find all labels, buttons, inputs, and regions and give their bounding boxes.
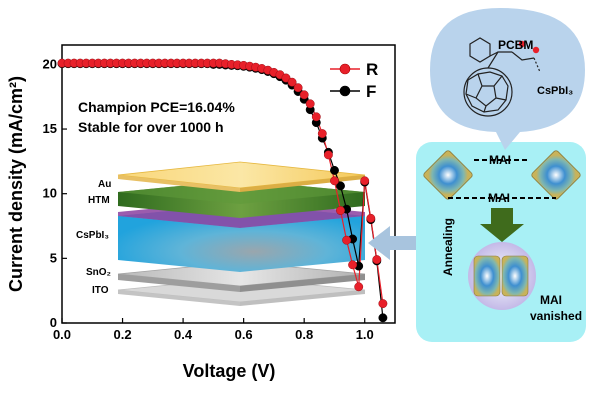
legend-label-f: F (366, 82, 376, 101)
y-tick-label: 10 (43, 186, 57, 201)
x-tick-label: 0.6 (235, 327, 253, 342)
layer-au-shape (117, 161, 366, 189)
point-r (354, 282, 364, 292)
point-r (348, 260, 358, 270)
legend: R F (330, 60, 378, 101)
point-f (378, 313, 388, 323)
point-r (336, 206, 345, 215)
x-tick-label: 0.8 (295, 327, 313, 342)
x-tick-label: 1.0 (356, 327, 374, 342)
annotation-stability: Stable for over 1000 h (78, 119, 224, 135)
mai-label-mid: MAI (488, 191, 510, 205)
x-tick-label: 0.4 (174, 327, 193, 342)
point-r (378, 299, 388, 309)
layer-label-ito: ITO (92, 285, 109, 296)
merged-crystal-left (473, 255, 501, 297)
y-tick-label: 15 (43, 121, 57, 136)
x-axis-ticks: 0.0 0.2 0.4 0.6 0.8 1.0 (53, 318, 374, 342)
y-tick-label: 20 (43, 56, 57, 71)
point-f (336, 181, 345, 191)
y-tick-label: 5 (50, 250, 57, 265)
cspbi3-bound-label: CsPbI₃ (537, 85, 573, 97)
pcbm-molecule-icon (463, 37, 541, 117)
layer-label-cspbi3: CsPbI₃ (76, 230, 109, 241)
blue-arrow (368, 226, 420, 260)
merged-crystal-right (501, 255, 529, 297)
point-r (299, 90, 309, 100)
scheme-background (416, 142, 586, 342)
mai-vanished-line2: vanished (530, 309, 582, 323)
annealing-label: Annealing (441, 218, 455, 276)
point-r (305, 99, 315, 109)
pcbm-bubble (430, 8, 585, 150)
legend-marker-r (339, 63, 351, 75)
point-f (330, 165, 339, 175)
device-stack-illustration (117, 161, 366, 306)
point-r (372, 255, 382, 265)
crystal-left (423, 150, 473, 200)
point-r (311, 112, 321, 122)
layer-label-htm: HTM (88, 195, 110, 206)
y-axis-label: Current density (mA/cm²) (6, 76, 26, 292)
point-r (287, 77, 297, 87)
y-axis-ticks: 0 5 10 15 20 (43, 56, 67, 330)
point-r (366, 213, 376, 223)
layer-label-sno2: SnO₂ (86, 267, 111, 278)
pcbm-label: PCBM (498, 38, 533, 52)
x-axis-label: Voltage (V) (183, 361, 276, 381)
crystal-right (531, 150, 581, 200)
point-r (360, 176, 370, 186)
legend-marker-f (339, 85, 351, 97)
oxygen-atom-1 (518, 40, 526, 48)
mai-label-top: MAI (489, 153, 511, 167)
legend-label-r: R (366, 60, 378, 79)
point-r (293, 83, 303, 93)
point-r (317, 129, 327, 139)
point-r (323, 150, 333, 160)
annotation-pce: Champion PCE=16.04% (78, 99, 235, 115)
x-tick-label: 0.2 (114, 327, 132, 342)
scheme-panel: PCBM CsPbI₃ MAI MAI Annealing MAI vanish… (416, 8, 586, 342)
mai-vanished-line1: MAI (540, 293, 562, 307)
point-r (281, 73, 291, 83)
oxygen-atom-2 (532, 46, 540, 54)
point-r (342, 235, 352, 245)
series-points (57, 58, 388, 323)
y-tick-label: 0 (50, 315, 57, 330)
layer-label-au: Au (98, 179, 111, 190)
point-r (330, 176, 339, 186)
annealing-arrow (480, 208, 524, 242)
plot-frame (61, 44, 396, 324)
x-tick-label: 0.0 (53, 327, 71, 342)
